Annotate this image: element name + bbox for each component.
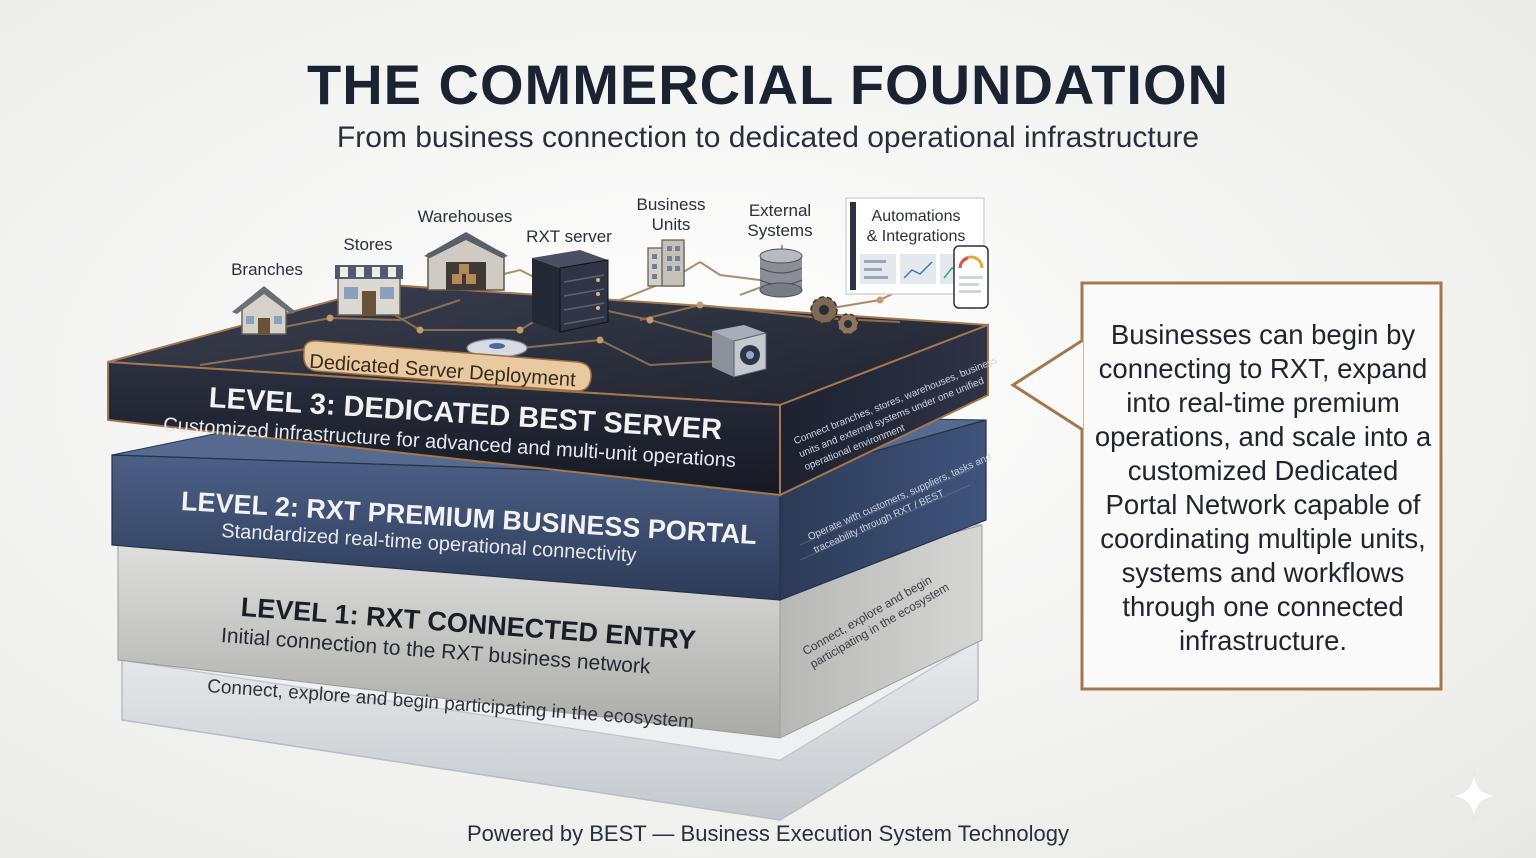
page-subtitle: From business connection to dedicated op… [336, 121, 1200, 154]
callout-text: Businesses can begin by connecting to RX… [1094, 319, 1432, 656]
gears-icon [810, 296, 859, 335]
sparkle-icon [1449, 771, 1499, 821]
footer-text: Powered by BEST — Business Execution Sys… [466, 821, 1070, 846]
office-building-icon [647, 239, 685, 287]
house-icon [232, 286, 296, 335]
node-label-automations: Automations & Integrations [866, 208, 966, 245]
callout-box [1010, 281, 1443, 691]
node-label-business-units: Business Units [636, 195, 706, 234]
security-module-icon [712, 325, 767, 378]
deployment-badge [303, 340, 592, 392]
node-label-branches: Branches [231, 260, 303, 279]
warehouse-icon [424, 232, 508, 291]
node-label-external-systems: External Systems [747, 201, 813, 240]
dashboard-icon [845, 197, 989, 309]
network-hub-icon [466, 338, 528, 358]
store-icon [335, 265, 403, 316]
server-icon [532, 250, 609, 333]
database-icon [759, 248, 803, 298]
node-label-stores: Stores [343, 235, 393, 254]
page-title: THE COMMERCIAL FOUNDATION [307, 53, 1229, 116]
side-face-markings [799, 469, 971, 561]
node-label-rxt-server: RXT server [526, 227, 612, 246]
node-label-warehouses: Warehouses [417, 207, 513, 226]
